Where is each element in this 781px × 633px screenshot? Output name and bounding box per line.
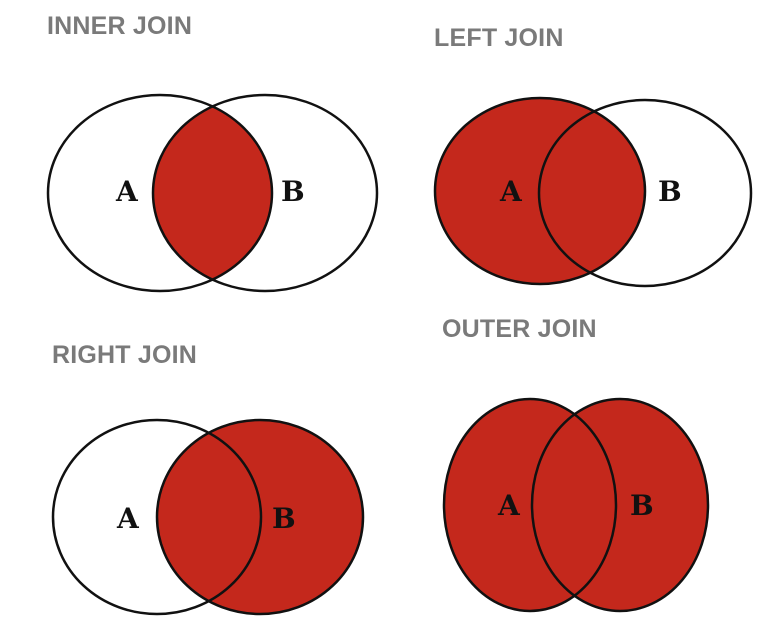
outer-join-circle-b — [530, 397, 710, 613]
outer-join-label-a: A — [497, 489, 521, 522]
inner-join-circle-b — [151, 93, 379, 293]
right-join-circle-a — [51, 418, 263, 616]
inner-join-intersection — [153, 95, 272, 291]
inner-join-circle-a — [46, 93, 274, 293]
right-join-label-a: A — [116, 502, 140, 535]
inner-join-diagram: A B — [46, 93, 379, 293]
left-join-label-b: B — [658, 175, 682, 208]
outer-join-title: OUTER JOIN — [442, 315, 597, 343]
inner-join-label-b: B — [281, 175, 305, 208]
left-join-circle-b — [537, 98, 753, 288]
right-join-circle-b — [155, 418, 365, 616]
inner-join-title: INNER JOIN — [47, 12, 193, 40]
left-join-diagram: A B — [433, 96, 753, 288]
outer-join-circle-a — [442, 397, 618, 613]
outer-join-region-b — [532, 399, 708, 611]
right-join-diagram: A B — [51, 418, 365, 616]
right-join-title: RIGHT JOIN — [52, 341, 198, 369]
outer-join-label-b: B — [630, 489, 654, 522]
left-join-label-a: A — [499, 175, 523, 208]
left-join-circle-a — [433, 96, 647, 286]
left-join-title: LEFT JOIN — [434, 24, 564, 52]
inner-join-label-a: A — [115, 175, 139, 208]
outer-join-diagram: A B — [442, 397, 710, 613]
right-join-label-b: B — [272, 502, 296, 535]
